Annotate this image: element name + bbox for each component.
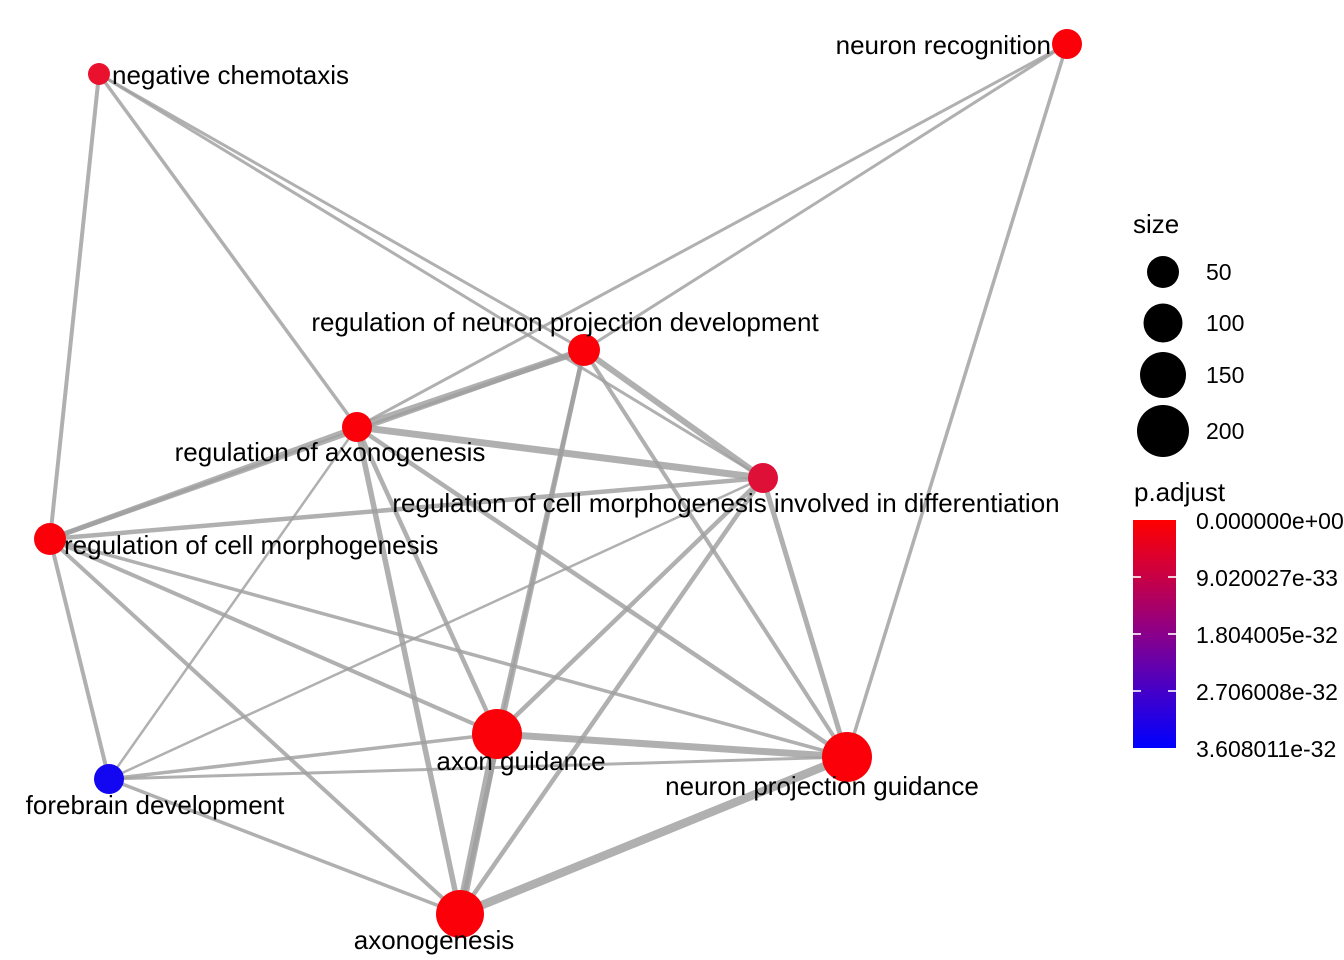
size-legend-circle-150 [1140,352,1186,398]
node-axonogenesis [436,890,484,938]
node-label-layer: negative chemotaxis neuron recognition reg… [26,30,1060,955]
node-label-regulation-of-axonogenesis: regulation of axonogenesis [175,437,486,467]
edge-regulation-of-cell-morphogenesis-involved-in-differentiation--regulation-of-cell-morphogenesis [49,475,764,542]
size-legend-label-200: 200 [1206,418,1244,444]
node-label-neuron-recognition: neuron recognition [836,30,1051,60]
edge-regulation-of-axonogenesis--regulation-of-cell-morphogenesis [49,424,358,542]
node-label-regulation-of-neuron-projection-development: regulation of neuron projection developm… [311,307,819,337]
edge-neuron-recognition--regulation-of-axonogenesis [356,42,1068,429]
edge-axon-guidance--neuron-projection-guidance [496,730,848,761]
padjust-tick-1: 9.020027e-33 [1196,565,1338,591]
node-neuron-projection-guidance [822,732,872,782]
node-regulation-of-axonogenesis [342,412,372,442]
node-axon-guidance [472,709,522,759]
node-regulation-of-cell-morphogenesis [34,523,66,555]
size-legend-circle-50 [1147,256,1179,288]
padjust-tick-0: 0.000000e+00 [1196,508,1344,534]
edge-regulation-of-cell-morphogenesis-involved-in-differentiation--axonogenesis [458,476,765,916]
edge-regulation-of-cell-morphogenesis--axonogenesis [48,537,462,916]
node-neuron-recognition [1052,29,1082,59]
node-forebrain-development [94,764,124,794]
edge-axon-guidance--forebrain-development [108,732,498,781]
node-label-axon-guidance: axon guidance [436,746,605,776]
edge-regulation-of-cell-morphogenesis--neuron-projection-guidance [49,537,848,759]
edge-regulation-of-neuron-projection-development--regulation-of-cell-morphogenesis-involved-in-differentiation [582,347,765,481]
padjust-legend: p.adjust 0.000000e+00 9.020027e-33 1.804… [1133,477,1344,762]
size-legend-label-150: 150 [1206,362,1244,388]
node-regulation-of-neuron-projection-development [568,334,600,366]
edge-neuron-recognition--regulation-of-neuron-projection-development [583,42,1068,352]
edge-negative-chemotaxis--regulation-of-cell-morphogenesis [48,73,101,540]
node-label-regulation-of-cell-morphogenesis: regulation of cell morphogenesis [64,530,438,560]
edge-regulation-of-cell-morphogenesis--axon-guidance [49,537,498,736]
edge-regulation-of-cell-morphogenesis--forebrain-development [48,538,111,780]
edge-negative-chemotaxis--regulation-of-neuron-projection-development [98,72,585,352]
edge-regulation-of-axonogenesis--axon-guidance [354,426,500,735]
padjust-tick-4: 3.608011e-32 [1196,736,1336,762]
node-negative-chemotaxis [88,63,110,85]
padjust-tick-2: 1.804005e-32 [1196,622,1338,648]
edge-layer [48,42,1069,918]
edge-axon-guidance--axonogenesis [455,733,502,915]
padjust-legend-title: p.adjust [1134,477,1226,507]
edge-regulation-of-axonogenesis--regulation-of-cell-morphogenesis-involved-in-differentiation [356,423,764,482]
edge-regulation-of-neuron-projection-development--neuron-projection-guidance [582,348,849,759]
padjust-colorbar-ticks [1133,576,1176,692]
node-label-forebrain-development: forebrain development [26,790,285,820]
edge-regulation-of-cell-morphogenesis-involved-in-differentiation--forebrain-development [108,476,764,781]
edge-negative-chemotaxis--regulation-of-cell-morphogenesis-involved-in-differentiation [98,72,764,480]
size-legend: size 50 100 150 200 [1133,209,1244,457]
node-label-regulation-of-cell-morphogenesis-involved-in-differentiation: regulation of cell morphogenesis involve… [392,488,1059,518]
node-label-axonogenesis: axonogenesis [354,925,514,955]
edge-forebrain-development--axonogenesis [108,777,461,916]
node-label-neuron-projection-guidance: neuron projection guidance [665,771,979,801]
edge-regulation-of-cell-morphogenesis-involved-in-differentiation--axon-guidance [495,476,765,736]
edge-neuron-projection-guidance--axonogenesis [458,753,849,918]
padjust-tick-3: 2.706008e-32 [1196,679,1338,705]
edge-neuron-projection-guidance--forebrain-development [108,755,848,781]
size-legend-circle-100 [1143,303,1183,343]
edge-negative-chemotaxis--regulation-of-axonogenesis [97,72,359,429]
edge-regulation-of-cell-morphogenesis-involved-in-differentiation--neuron-projection-guidance [760,477,850,758]
size-legend-circle-200 [1137,405,1189,457]
edge-neuron-recognition--neuron-projection-guidance [845,43,1069,758]
size-legend-label-100: 100 [1206,310,1244,336]
node-layer [34,29,1082,938]
node-regulation-of-cell-morphogenesis-involved-in-differentiation [748,463,778,493]
node-label-negative-chemotaxis: negative chemotaxis [112,60,349,90]
size-legend-label-50: 50 [1206,259,1232,285]
edge-regulation-of-axonogenesis--neuron-projection-guidance [355,425,849,759]
edge-regulation-of-axonogenesis--forebrain-development [107,426,359,780]
size-legend-title: size [1133,209,1179,239]
edge-regulation-of-axonogenesis--axonogenesis [354,426,463,915]
